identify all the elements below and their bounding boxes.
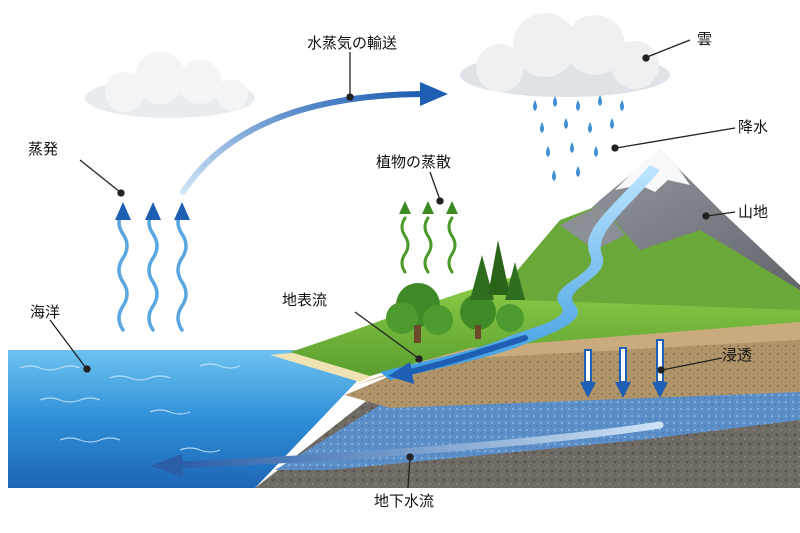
ocean-body: [8, 350, 360, 488]
label-groundwater-flow: 地下水流: [374, 492, 435, 510]
vapor-transport-arrowhead: [420, 82, 448, 106]
vapor-transport-arrow: [180, 91, 425, 195]
cloud-right: [460, 13, 670, 97]
upper-soil-layer: [355, 318, 800, 385]
groundwater-flow-arrow: [176, 421, 664, 469]
evaporation-arrows: [117, 210, 188, 332]
label-surface-runoff: 地表流: [282, 291, 328, 309]
label-precipitation: 降水: [738, 118, 769, 136]
label-cloud: 雲: [697, 30, 713, 48]
beach: [270, 352, 380, 382]
surface-runoff-arrow: [407, 335, 528, 375]
surface-runoff-arrowhead: [388, 362, 414, 384]
label-evaporation: 蒸発: [28, 140, 59, 158]
infiltration-arrows: [580, 339, 668, 398]
rain-drops: [533, 95, 624, 181]
label-ocean: 海洋: [30, 303, 61, 321]
label-transpiration: 植物の蒸散: [376, 153, 452, 171]
label-infiltration: 浸透: [722, 346, 753, 364]
soil-layer: [345, 330, 800, 408]
transpiration-arrowheads: [399, 201, 458, 214]
label-mountain: 山地: [738, 203, 769, 221]
groundwater-flow-arrowhead: [150, 454, 183, 477]
evaporation-arrowheads: [115, 202, 190, 220]
transpiration-arrows: [400, 216, 457, 274]
cloud-left: [85, 52, 255, 118]
label-vapor-transport: 水蒸気の輸送: [307, 34, 398, 52]
leader-lines: [49, 39, 736, 489]
forest: [386, 240, 525, 343]
ocean-waves: [19, 363, 241, 453]
